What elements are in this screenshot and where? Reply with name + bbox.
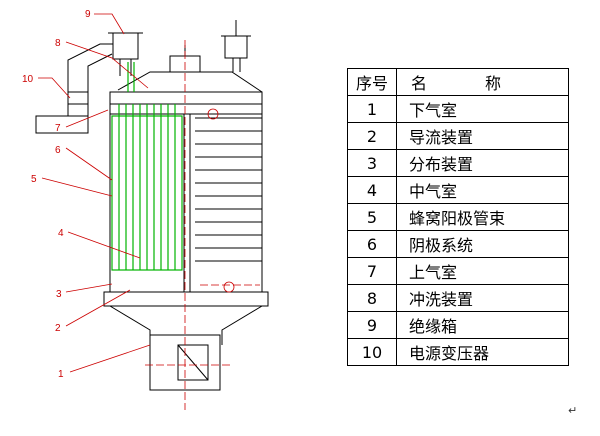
row-number: 10	[347, 338, 397, 366]
row-number: 4	[347, 176, 397, 204]
paragraph-mark: ↵	[568, 404, 578, 417]
row-number: 9	[347, 311, 397, 339]
callout-8: 8	[55, 38, 61, 49]
callout-5: 5	[31, 174, 37, 185]
callout-7: 7	[55, 123, 61, 134]
callout-9: 9	[85, 9, 91, 20]
row-number: 3	[347, 149, 397, 177]
row-name: 上气室	[396, 257, 569, 285]
callout-2: 2	[55, 323, 61, 334]
row-number: 5	[347, 203, 397, 231]
table-header-row: 序号 名称	[347, 68, 569, 96]
top-insulator-right	[224, 35, 248, 59]
callout-6: 6	[55, 145, 61, 156]
row-name: 下气室	[396, 95, 569, 123]
callout-4: 4	[58, 228, 64, 239]
header-name-first-char: 名	[411, 74, 428, 93]
inlet-duct	[149, 334, 221, 391]
row-number: 6	[347, 230, 397, 258]
lower-flange	[103, 291, 269, 307]
header-number: 序号	[347, 68, 397, 96]
row-number: 1	[347, 95, 397, 123]
row-name: 中气室	[396, 176, 569, 204]
callout-10: 10	[22, 74, 34, 85]
row-name: 蜂窝阳极管束	[396, 203, 569, 231]
callout-3: 3	[56, 289, 62, 300]
anode-tube-bundle	[111, 62, 183, 271]
power-transformer	[35, 115, 89, 134]
row-name: 电源变压器	[396, 338, 569, 366]
insulation-box	[112, 32, 139, 60]
equipment-diagram: 1 2 3 4 5 6 7 8 9 10	[22, 9, 269, 410]
callout-1: 1	[58, 369, 64, 380]
row-name: 绝缘箱	[396, 311, 569, 339]
header-name-second-char: 称	[485, 74, 502, 93]
row-name: 冲洗装置	[396, 284, 569, 312]
row-number: 2	[347, 122, 397, 150]
row-name: 分布装置	[396, 149, 569, 177]
row-number: 7	[347, 257, 397, 285]
row-number: 8	[347, 284, 397, 312]
row-name: 导流装置	[396, 122, 569, 150]
header-name: 名称	[396, 68, 569, 96]
row-name: 阴极系统	[396, 230, 569, 258]
